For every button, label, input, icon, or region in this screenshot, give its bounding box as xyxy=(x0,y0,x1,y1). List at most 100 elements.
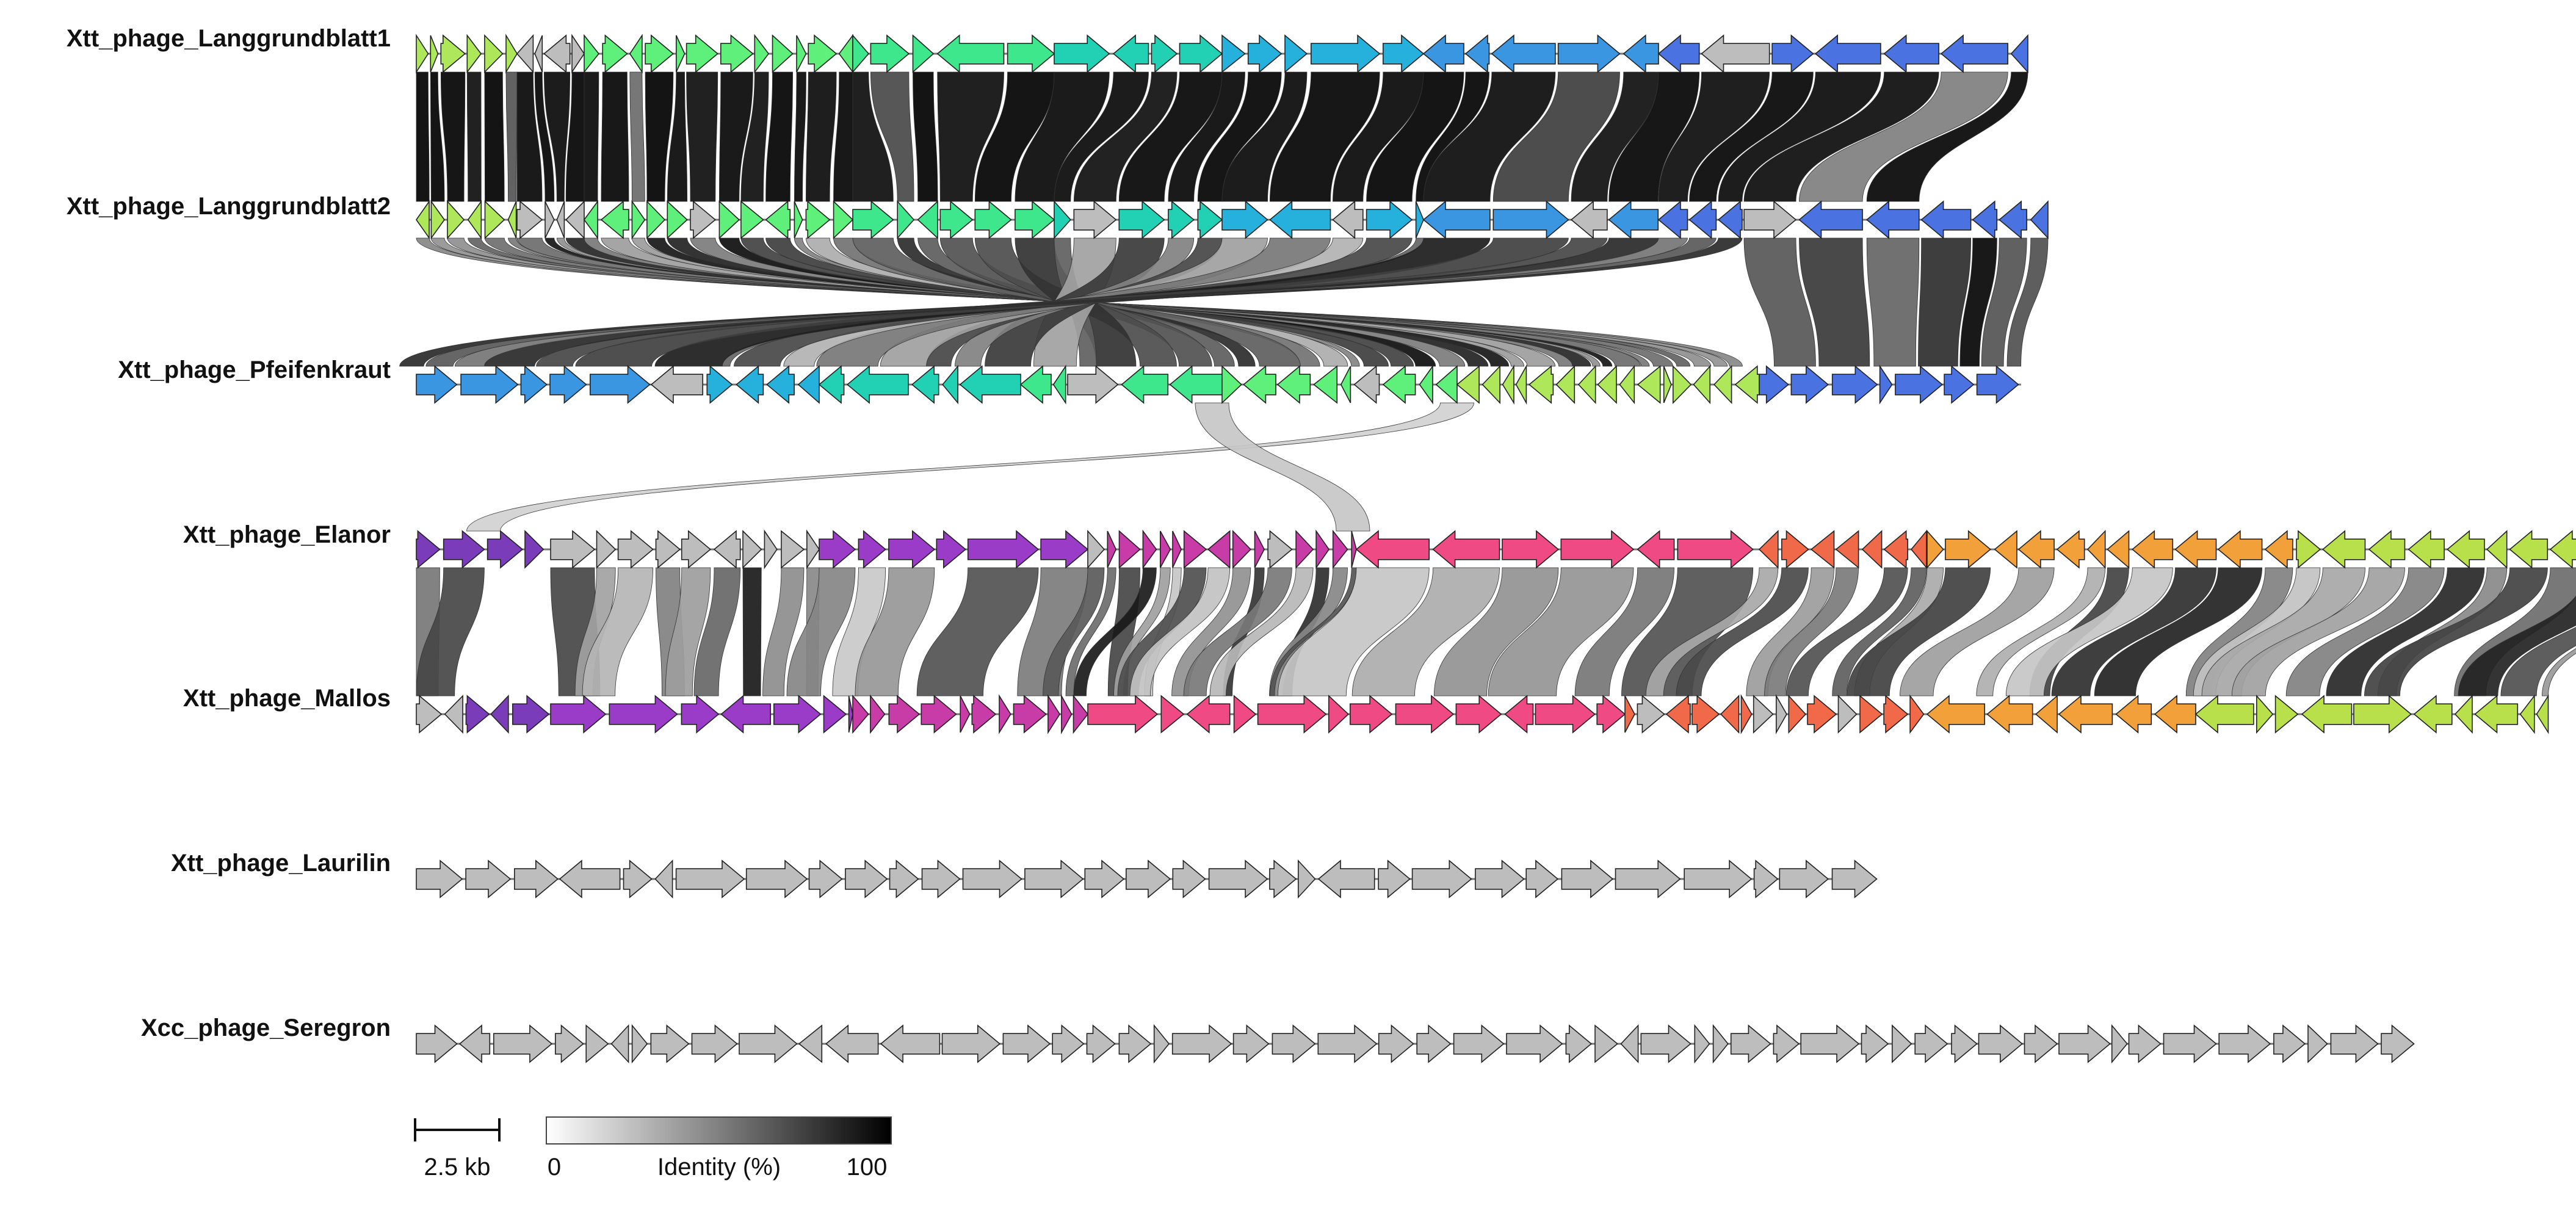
gene-arrow-lg2-51 xyxy=(2030,200,2049,240)
gene-arrow-lg1-46 xyxy=(1940,34,2008,73)
gene-arrow-la-0 xyxy=(416,859,463,899)
gene-arrow-el-37 xyxy=(1502,530,1560,569)
gene-arrow-ma-34 xyxy=(1596,695,1626,734)
gene-arrow-ma-44 xyxy=(1807,695,1837,734)
gene-arrow-el-44 xyxy=(1835,530,1859,569)
gene-arrow-el-19 xyxy=(1040,530,1089,569)
identity-axis-label: Identity (%) xyxy=(657,1154,781,1181)
link-el-ma-47 xyxy=(1832,567,1927,696)
link-lg1-lg2-41 xyxy=(1608,71,1700,202)
gene-arrow-lg1-28 xyxy=(1112,34,1149,73)
scale-bar: 2.5 kb xyxy=(414,1118,501,1181)
gene-arrow-pf-2 xyxy=(520,365,548,404)
link-el-ma-62 xyxy=(2285,567,2445,696)
gene-arrow-lg2-12 xyxy=(631,200,646,240)
link-lg1-lg2-3 xyxy=(466,71,482,202)
gene-arrow-el-63 xyxy=(2447,530,2485,569)
gene-arrow-el-62 xyxy=(2408,530,2445,569)
gene-arrow-el-16 xyxy=(888,530,936,569)
gene-arrow-lg1-2 xyxy=(440,34,466,73)
genome-label-se: Xcc_phage_Seregron xyxy=(141,1015,391,1041)
gene-arrow-ma-40 xyxy=(1740,693,1753,735)
link-lg1-lg2-36 xyxy=(1366,71,1464,202)
gene-arrow-pf-28 xyxy=(1435,365,1458,404)
gene-arrow-pf-26 xyxy=(1382,365,1416,404)
gene-arrow-la-11 xyxy=(921,859,961,899)
gene-arrow-pf-27 xyxy=(1419,364,1433,405)
gene-arrow-se-44 xyxy=(2128,1024,2162,1063)
link-el-ma-49 xyxy=(1847,567,1991,696)
gene-arrow-lg2-13 xyxy=(646,200,666,239)
gene-arrow-ma-0 xyxy=(416,695,443,734)
gene-arrow-se-16 xyxy=(1086,1024,1116,1063)
gene-arrow-lg1-33 xyxy=(1284,34,1308,73)
gene-arrow-se-27 xyxy=(1565,1024,1593,1063)
gene-arrow-lg2-0 xyxy=(416,200,430,240)
link-el-ma-68 xyxy=(2500,626,2576,696)
genome-label-la: Xtt_phage_Laurilin xyxy=(171,850,391,877)
gene-arrow-lg2-9 xyxy=(565,200,585,239)
gene-arrow-lg2-26 xyxy=(974,200,1012,239)
gene-arrow-lg2-27 xyxy=(1015,200,1055,239)
gene-arrow-ma-33 xyxy=(1535,695,1596,734)
gene-arrow-se-18 xyxy=(1153,1024,1170,1064)
gene-arrow-lg1-26 xyxy=(1007,34,1055,73)
gene-arrow-lg1-25 xyxy=(936,34,1005,73)
gene-arrow-lg2-45 xyxy=(1743,200,1797,239)
gene-arrow-la-17 xyxy=(1208,859,1268,899)
gene-arrow-la-10 xyxy=(889,859,919,899)
gene-arrow-ma-43 xyxy=(1788,694,1806,734)
gene-arrow-pf-38 xyxy=(1637,365,1661,404)
gene-arrow-lg2-31 xyxy=(1168,200,1195,239)
gene-arrow-se-37 xyxy=(1892,1024,1912,1063)
gene-arrow-la-12 xyxy=(962,859,1022,899)
link-lg1-lg2-47 xyxy=(1866,71,2028,202)
gene-arrow-lg2-48 xyxy=(1920,200,1972,239)
gene-arrow-lg1-43 xyxy=(1771,34,1814,73)
gene-arrow-el-46 xyxy=(1883,530,1908,569)
link-lg1-lg2-38 xyxy=(1423,71,1556,202)
gene-arrow-el-51 xyxy=(2017,530,2055,569)
gene-arrow-ma-11 xyxy=(848,695,853,733)
gene-arrow-lg1-6 xyxy=(516,34,534,74)
gene-arrow-el-50 xyxy=(1994,530,2017,569)
gene-arrow-ma-31 xyxy=(1455,695,1502,734)
gene-arrow-lg2-38 xyxy=(1422,200,1491,239)
link-lg1-lg2-14 xyxy=(667,71,688,202)
gene-arrow-lg1-24 xyxy=(912,34,935,73)
gene-arrow-el-24 xyxy=(1160,530,1171,568)
gene-arrow-ma-4 xyxy=(512,695,550,734)
gene-arrow-pf-29 xyxy=(1456,365,1480,404)
link-el-ma-46 xyxy=(1785,567,1908,696)
link-lg2-pf-tail-45 xyxy=(1743,237,1816,367)
gene-arrow-lg2-2 xyxy=(447,200,465,240)
gene-arrow-lg2-37 xyxy=(1415,201,1424,239)
gene-arrow-se-19 xyxy=(1171,1024,1232,1063)
link-lg1-lg2-31 xyxy=(1168,71,1245,202)
link-lg1-lg2-42 xyxy=(1658,71,1770,202)
link-el-ma-44 xyxy=(1764,567,1859,696)
gene-arrow-el-60 xyxy=(2322,530,2366,569)
gene-arrow-ma-45 xyxy=(1837,695,1858,734)
genome-label-lg2: Xtt_phage_Langgrundblatt2 xyxy=(67,193,391,220)
gene-arrow-el-35 xyxy=(1355,530,1430,569)
gene-arrow-el-59 xyxy=(2296,530,2321,569)
gene-arrow-el-15 xyxy=(858,530,886,569)
gene-arrow-lg1-18 xyxy=(772,34,794,73)
gene-arrow-lg2-18 xyxy=(765,200,791,239)
gene-arrow-pf-11 xyxy=(846,365,909,404)
gene-arrow-ma-62 xyxy=(2474,695,2519,734)
gene-arrow-pf-20 xyxy=(1221,365,1242,404)
link-lg1-lg2-13 xyxy=(645,71,674,202)
link-el-ma-10 xyxy=(742,567,762,696)
link-el-ma-6 xyxy=(582,567,654,696)
gene-arrow-lg1-0 xyxy=(416,34,429,74)
gene-arrow-ma-5 xyxy=(550,695,607,734)
gene-arrow-pf-37 xyxy=(1619,364,1635,405)
gene-arrow-pf-47 xyxy=(1879,364,1893,405)
gene-arrow-ma-50 xyxy=(1986,695,2033,734)
gene-arrow-el-27 xyxy=(1207,530,1231,569)
link-lg1-lg2-16 xyxy=(719,71,753,202)
gene-arrow-se-15 xyxy=(1052,1024,1085,1063)
gene-arrow-la-3 xyxy=(559,859,621,899)
